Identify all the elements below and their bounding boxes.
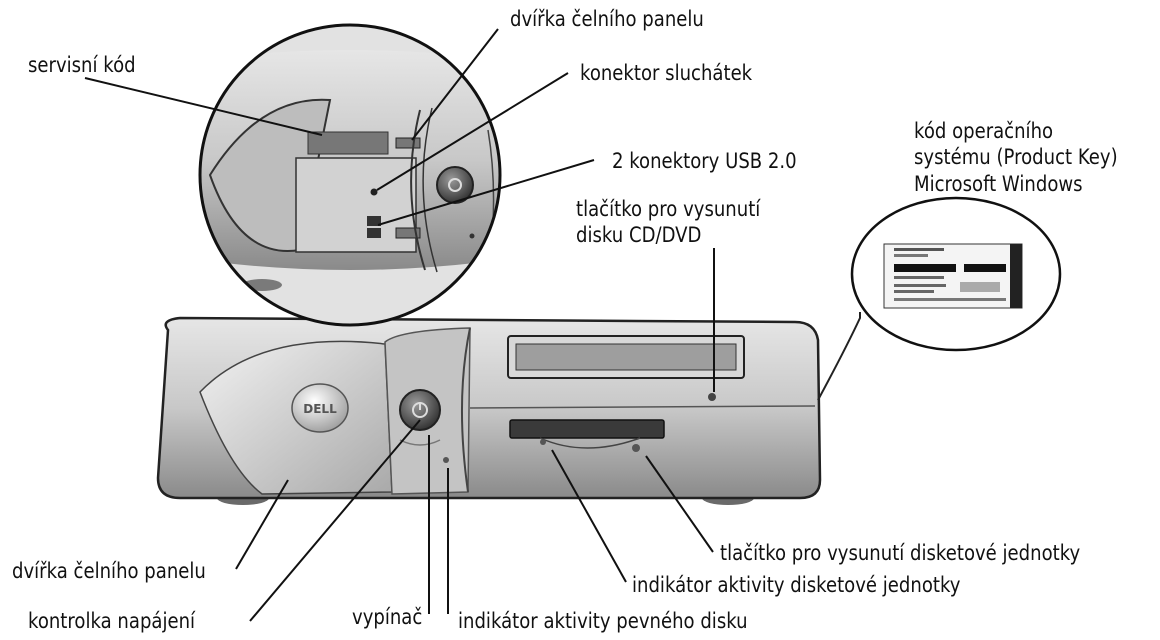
product-key-sticker: [883, 243, 1023, 309]
zoom-inset: [198, 23, 502, 327]
leader-headphone: [376, 72, 569, 191]
service-tag-plate: [307, 131, 389, 155]
label-power-button: vypínač: [352, 605, 423, 629]
label-power-light: kontrolka napájení: [28, 609, 196, 633]
label-cd-eject-line-2: disku CD/DVD: [576, 223, 702, 248]
label-cd-eject-line-1: tlačítko pro vysunutí: [576, 197, 761, 221]
label-service-tag: servisní kód: [28, 53, 136, 77]
label-front-door-bottom: dvířka čelního panelu: [12, 559, 206, 583]
label-cd-eject: tlačítko pro vysunutí disku CD/DVD: [576, 196, 834, 249]
label-product-key: kód operačního systému (Product Key) Mic…: [914, 118, 1160, 197]
dell-logo-text: DELL: [303, 402, 337, 416]
usb-port-1: [367, 216, 381, 226]
usb-port-2: [367, 228, 381, 238]
product-key-callout: [817, 196, 1062, 401]
label-headphone-connector: konektor sluchátek: [580, 61, 753, 85]
leader-floppy-eject: [645, 455, 714, 553]
label-product-key-line-2: systému (Product Key): [914, 145, 1118, 170]
label-floppy-activity: indikátor aktivity disketové jednotky: [632, 573, 961, 597]
label-floppy-eject: tlačítko pro vysunutí disketové jednotky: [720, 541, 1081, 565]
leader-floppy-activity: [551, 449, 627, 583]
hdd-led-shape: [443, 457, 449, 463]
leader-lines: [84, 28, 715, 622]
panel-divider: [460, 327, 471, 493]
floppy-eject-button-shape: [632, 444, 640, 452]
label-product-key-line-3: Microsoft Windows: [914, 171, 1083, 196]
label-usb-connectors: 2 konektory USB 2.0: [612, 149, 797, 173]
floppy-slot: [509, 419, 665, 439]
label-hdd-activity: indikátor aktivity pevného disku: [458, 609, 748, 633]
leader-power-light: [249, 419, 421, 622]
headphone-jack: [370, 188, 378, 196]
leader-service-tag: [84, 77, 323, 136]
dell-logo-badge: [291, 383, 349, 433]
cd-eject-button-shape: [708, 393, 716, 401]
power-light-arc: [399, 439, 441, 446]
drive-divider: [469, 405, 816, 409]
label-product-key-line-1: kód operačního: [914, 119, 1054, 143]
leader-front-door-bottom: [235, 479, 289, 570]
label-front-door-top: dvířka čelního panelu: [510, 7, 704, 31]
computer-case: DELL: [156, 316, 822, 505]
floppy-activity-led-shape: [540, 439, 546, 445]
leader-front-door-top: [411, 28, 499, 141]
leader-usb: [377, 159, 595, 226]
